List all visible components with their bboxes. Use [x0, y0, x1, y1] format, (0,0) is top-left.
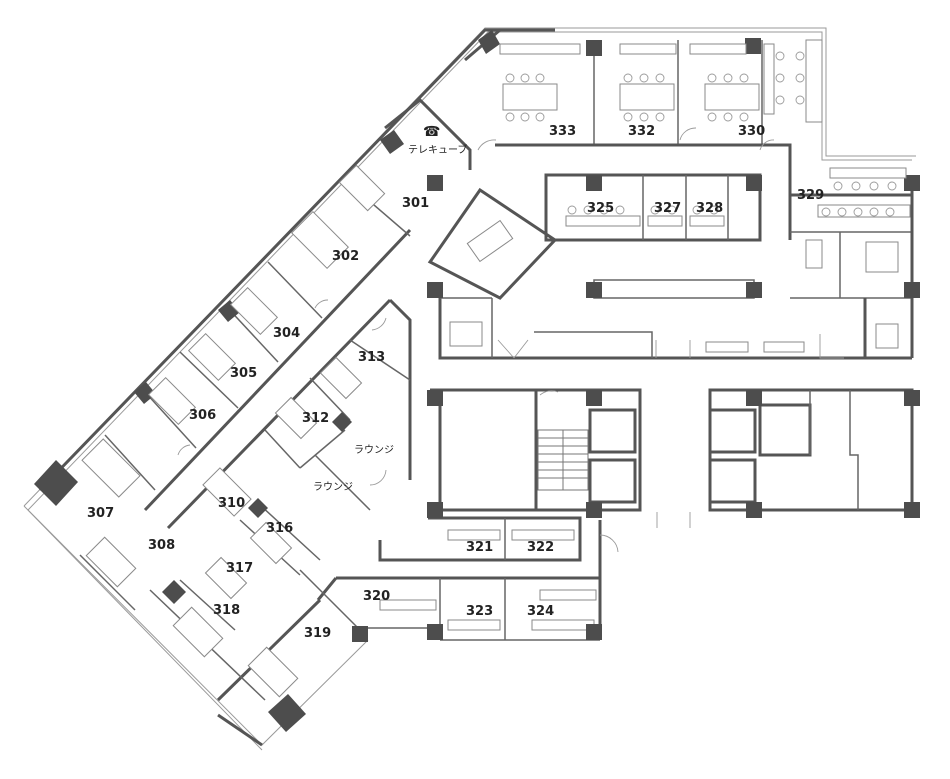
room-306: 306 [189, 408, 216, 423]
west-wing-walls [79, 179, 412, 702]
south-rooms-320-324 [316, 516, 602, 641]
room-310: 310 [218, 496, 245, 511]
room-332: 332 [628, 124, 655, 139]
room-307: 307 [87, 506, 114, 521]
room-330: 330 [738, 124, 765, 139]
door-swings [177, 127, 844, 553]
structural-columns [34, 30, 920, 732]
room-316: 316 [266, 521, 293, 536]
meeting-block-325-328 [544, 173, 762, 242]
building-envelope [23, 27, 916, 751]
room-324: 324 [527, 604, 554, 619]
room-321: 321 [466, 540, 493, 555]
room-320: 320 [363, 589, 390, 604]
room-312: 312 [302, 411, 329, 426]
room-305: 305 [230, 366, 257, 381]
furniture [81, 39, 911, 698]
room-319: 319 [304, 626, 331, 641]
room-308: 308 [148, 538, 175, 553]
room-302: 302 [332, 249, 359, 264]
staircase [537, 429, 589, 491]
room-313: 313 [358, 350, 385, 365]
telecube-label: テレキューブ [408, 143, 467, 156]
building-core [430, 388, 914, 512]
room-317: 317 [226, 561, 253, 576]
room-301: 301 [402, 196, 429, 211]
lounge-label-south: ラウンジ [313, 481, 353, 493]
room-323: 323 [466, 604, 493, 619]
lounge-label-north: ラウンジ [354, 444, 394, 456]
room-304: 304 [273, 326, 300, 341]
room-322: 322 [527, 540, 554, 555]
room-325: 325 [587, 201, 614, 216]
room-327: 327 [654, 201, 681, 216]
room-333: 333 [549, 124, 576, 139]
north-wing-walls [384, 28, 914, 358]
room-318: 318 [213, 603, 240, 618]
room-labels: 301 302 304 305 306 307 308 310 312 313 … [87, 124, 824, 641]
corridor-walls [427, 187, 912, 360]
phone-icon: ☎ [423, 124, 440, 140]
room-329: 329 [797, 188, 824, 203]
room-328: 328 [696, 201, 723, 216]
